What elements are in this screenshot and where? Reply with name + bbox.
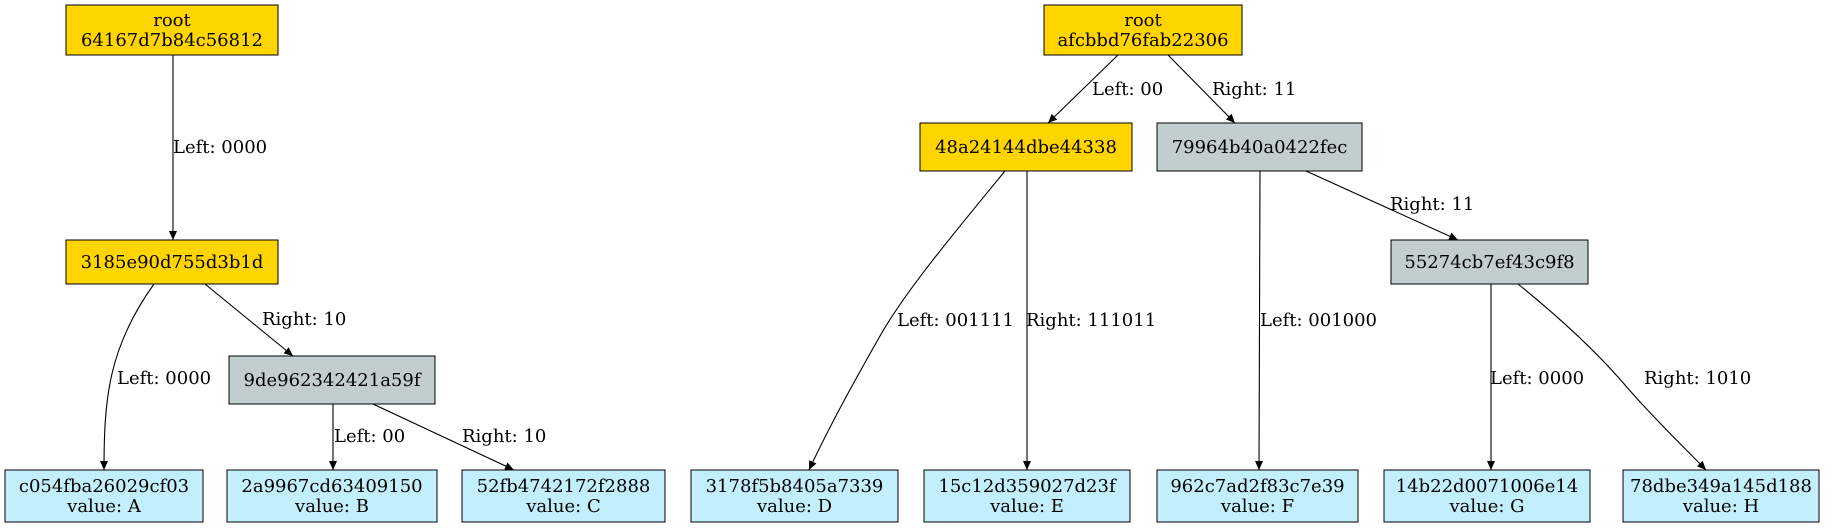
node-hash: 64167d7b84c56812: [81, 30, 263, 51]
node-hash: 55274cb7ef43c9f8: [1404, 252, 1574, 273]
edge-n2-n4: Left: 0000: [100, 283, 211, 471]
node-box: [690, 469, 899, 523]
edge-label: Right: 1010: [1644, 368, 1751, 389]
node-value: value: F: [1220, 496, 1294, 517]
node-hash: 962c7ad2f83c7e39: [1170, 476, 1344, 497]
edge-m2-m5: Left: 001111: [808, 170, 1014, 471]
edge-arrow: [204, 283, 294, 357]
node-box: [1043, 4, 1243, 56]
edge-arrow: [1305, 170, 1459, 241]
node-box: [919, 122, 1133, 172]
edge-n1-n2: Left: 0000: [169, 55, 267, 240]
node-box: [1622, 469, 1820, 523]
edge-m4-m8: Left: 0000: [1487, 284, 1584, 470]
node-box: [1156, 469, 1359, 523]
edge-label: Left: 001000: [1260, 310, 1377, 331]
edge-label: Right: 10: [462, 426, 546, 447]
node-box: [1390, 239, 1589, 285]
edge-label: Left: 0000: [117, 368, 211, 389]
node-value: value: E: [989, 496, 1064, 517]
node-hash: 48a24144dbe44338: [935, 137, 1117, 158]
edge-m4-m9: Right: 1010: [1517, 283, 1751, 471]
node-box: [4, 469, 204, 523]
extension-node-m4: 55274cb7ef43c9f8: [1390, 239, 1589, 285]
node-value: value: A: [66, 496, 142, 517]
edge-arrow: [100, 283, 155, 471]
edge-label: Right: 11: [1212, 79, 1296, 100]
node-box: [923, 469, 1131, 523]
node-hash: c054fba26029cf03: [19, 476, 189, 497]
edge-n3-n6: Right: 10: [372, 403, 546, 471]
edge-m1-m3: Right: 11: [1167, 54, 1296, 124]
node-root-label: root: [153, 10, 191, 31]
node-value: value: D: [756, 496, 832, 517]
edge-label: Right: 111011: [1026, 310, 1156, 331]
branch-node-n2: 3185e90d755d3b1d: [65, 239, 279, 285]
edge-label: Left: 0000: [173, 137, 267, 158]
edge-n2-n3: Right: 10: [204, 283, 346, 357]
node-box: [65, 239, 279, 285]
edge-label: Right: 11: [1390, 194, 1474, 215]
edge-arrow: [1047, 54, 1119, 124]
node-box: [1156, 122, 1363, 172]
node-hash: 52fb4742172f2888: [477, 476, 651, 497]
node-hash: 79964b40a0422fec: [1172, 137, 1348, 158]
node-hash: 14b22d0071006e14: [1396, 476, 1579, 497]
node-hash: 3178f5b8405a7339: [706, 476, 884, 497]
edge-arrow: [808, 170, 1006, 471]
node-value: value: G: [1448, 496, 1524, 517]
edge-arrow: [1255, 170, 1264, 471]
node-box: [461, 469, 666, 523]
edge-label: Right: 10: [262, 309, 346, 330]
edge-m1-m2: Left: 00: [1047, 54, 1163, 124]
node-box: [228, 355, 436, 405]
extension-node-n3: 9de962342421a59f: [228, 355, 436, 405]
node-hash: 15c12d359027d23f: [938, 476, 1117, 497]
edge-arrow: [1517, 283, 1707, 471]
extension-node-m3: 79964b40a0422fec: [1156, 122, 1363, 172]
node-box: [1383, 469, 1591, 523]
branch-node-m2: 48a24144dbe44338: [919, 122, 1133, 172]
edge-label: Left: 001111: [897, 310, 1014, 331]
node-hash: 78dbe349a145d188: [1630, 476, 1812, 497]
node-root-label: root: [1124, 10, 1162, 31]
node-hash: afcbbd76fab22306: [1057, 30, 1228, 51]
node-hash: 2a9967cd63409150: [241, 476, 422, 497]
edge-m2-m6: Right: 111011: [1023, 171, 1156, 470]
edge-label: Left: 0000: [1490, 368, 1584, 389]
edge-m3-m4: Right: 11: [1305, 170, 1474, 241]
node-hash: 3185e90d755d3b1d: [81, 252, 264, 273]
node-box: [65, 4, 279, 56]
edge-label: Left: 00: [1092, 79, 1163, 100]
node-value: value: H: [1682, 496, 1759, 517]
edge-m3-m7: Left: 001000: [1255, 170, 1377, 471]
node-value: value: B: [294, 496, 369, 517]
node-value: value: C: [525, 496, 600, 517]
edge-label: Left: 00: [334, 426, 405, 447]
edge-arrow: [1167, 54, 1236, 124]
node-box: [226, 469, 438, 523]
edge-n3-n5: Left: 00: [329, 404, 405, 470]
node-hash: 9de962342421a59f: [244, 370, 422, 391]
edge-arrow: [372, 403, 515, 471]
